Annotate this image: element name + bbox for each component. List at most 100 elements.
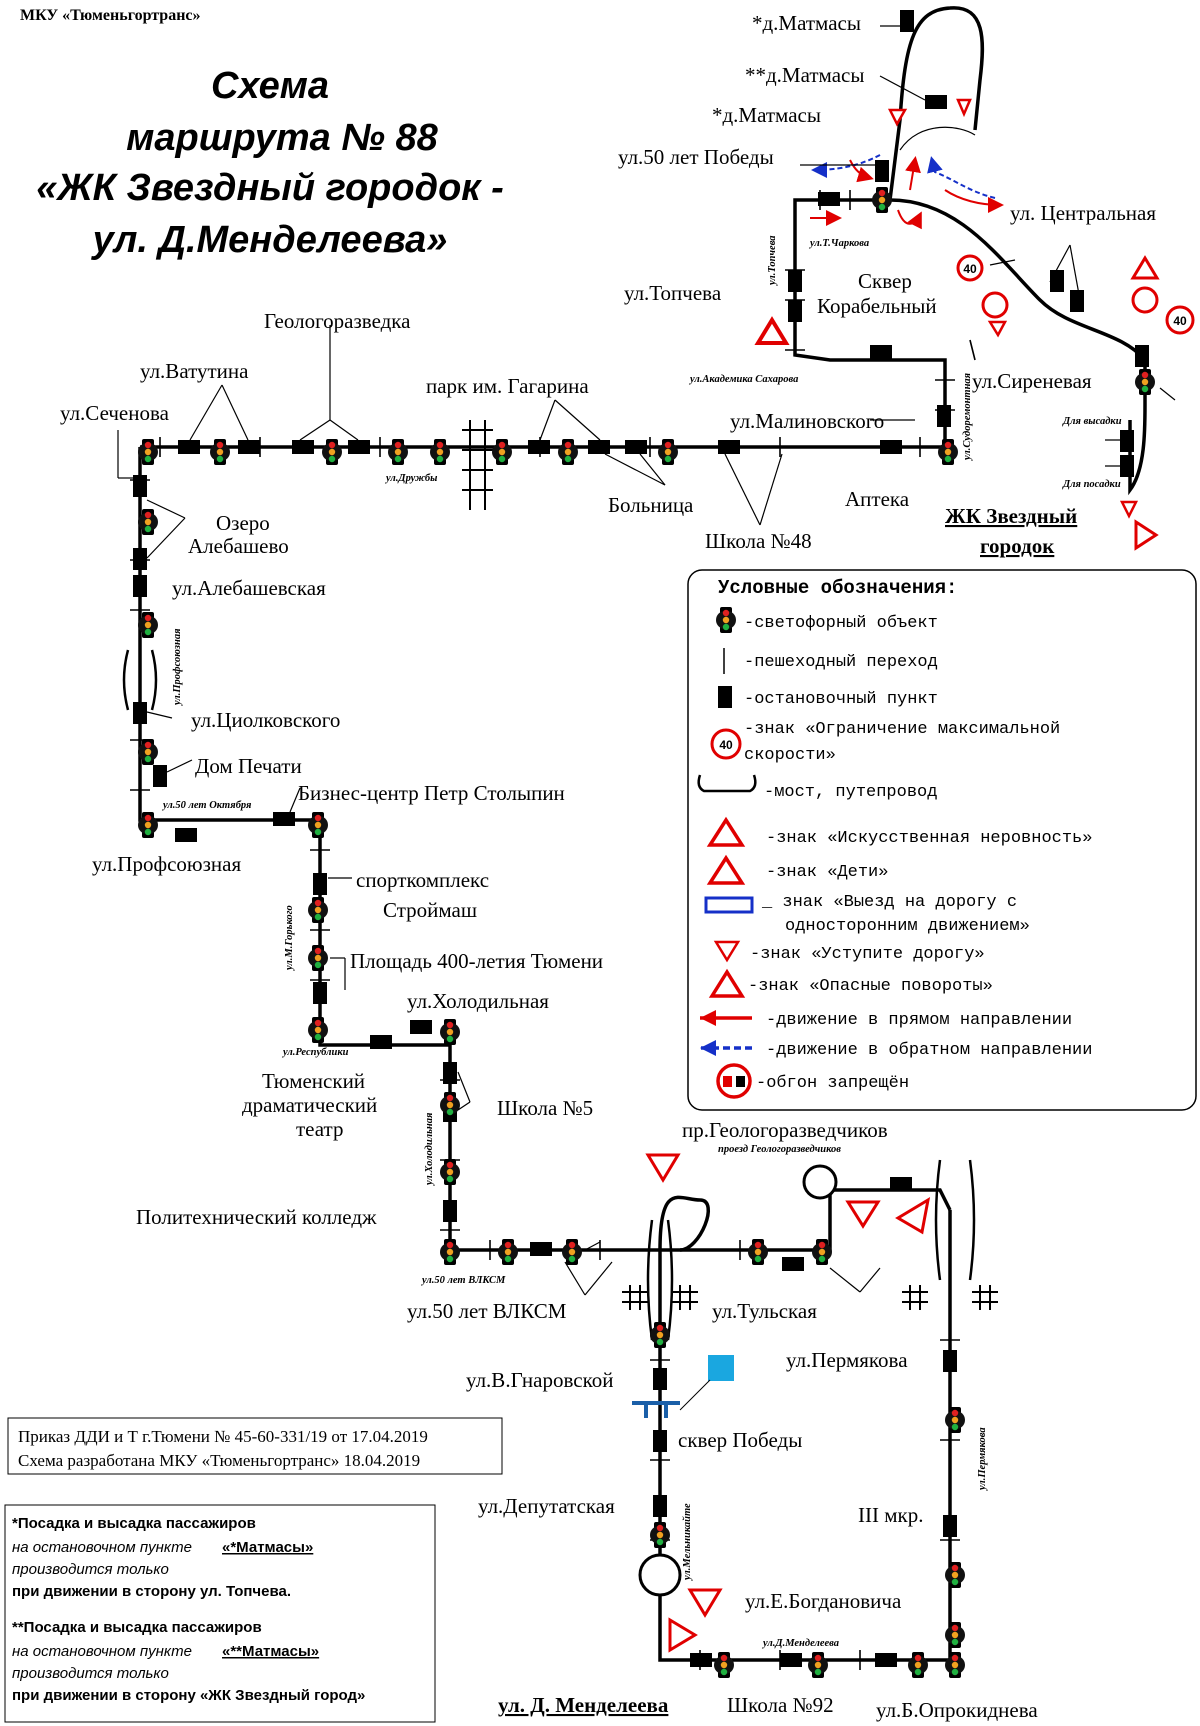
note1-e: при движении в сторону ул. Топчева.: [12, 1583, 291, 1600]
notes-box: *Посадка и высадка пассажиров на останов…: [4, 1504, 436, 1723]
stop-label-alebashevskaya: ул.Алебашевская: [172, 576, 326, 600]
stop-label-park-gagarina: парк им. Гагарина: [426, 374, 589, 398]
legend-item-forward: -движение в прямом направлении: [766, 1011, 1072, 1030]
legend-item-turns: -знак «Опасные повороты»: [748, 977, 993, 996]
stop-label-stroymash-2: Строймаш: [383, 898, 477, 922]
legend-item-give-way: -знак «Уступите дорогу»: [750, 945, 985, 964]
legend-item-reverse: -движение в обратном направлении: [766, 1041, 1092, 1060]
note1-b: на остановочном пункте: [12, 1539, 192, 1556]
children-sign-icon: [706, 854, 746, 885]
stop-label-matmasy-1: *д.Матмасы: [752, 11, 861, 35]
one-way-exit-sign-icon: [704, 896, 754, 914]
title-line-2: маршрута № 88: [126, 117, 438, 159]
stop-label-tulskaya: ул.Тульская: [712, 1299, 817, 1323]
stop-label-ozero-2: Алебашево: [188, 534, 289, 558]
stop-label-geologorazvedka: Геологоразведка: [264, 309, 411, 333]
road-signs: 40 40: [632, 98, 1195, 1653]
bridges: [122, 649, 976, 1341]
give-way-sign-icon: [713, 940, 741, 963]
order-line-1: Приказ ДДИ и Т г.Тюмени № 45-60-331/19 о…: [18, 1427, 428, 1446]
street-t-charkova: ул.Т.Чаркова: [808, 238, 869, 249]
legend-item-speed-2: скорости»: [744, 746, 836, 765]
no-overtaking-sign-icon: [716, 1063, 752, 1099]
street-50-oktyabrya: ул.50 лет Октября: [161, 800, 252, 811]
note2-b: на остановочном пункте: [12, 1643, 192, 1660]
note1-c: «*Матмасы»: [222, 1539, 313, 1556]
legend-title: Условные обозначения:: [718, 577, 957, 599]
note2-a: **Посадка и высадка пассажиров: [12, 1619, 262, 1636]
street-kholodilnaya: ул.Холодильная: [424, 1112, 435, 1187]
legend-item-oneway-1: _ знак «Выезд на дорогу с: [761, 893, 1017, 912]
street-melnikayte: ул.Мельникайте: [682, 1503, 693, 1582]
street-topcheva: ул.Топчева: [767, 235, 778, 287]
stop-label-teatr-1: Тюменский: [262, 1069, 365, 1093]
speed-limit-icon: [710, 728, 742, 760]
street-permyakova: ул.Пермякова: [977, 1427, 988, 1492]
dangerous-turns-sign-icon: [708, 968, 746, 998]
stop-label-bogdanovicha: ул.Е.Богдановича: [745, 1589, 902, 1613]
legend-item-crossing: -пешеходный переход: [744, 653, 938, 672]
stop-label-tsentralnaya: ул. Центральная: [1010, 201, 1156, 225]
stop-label-zhk-1: ЖК Звездный: [945, 504, 1077, 528]
note2-d: производится только: [12, 1665, 169, 1682]
speed-limit-sign: 40: [963, 262, 977, 276]
stop-label-oprokidneva: ул.Б.Опрокиднева: [876, 1698, 1038, 1722]
street-50-vlksm: ул.50 лет ВЛКСМ: [420, 1275, 506, 1286]
legend-item-bump: -знак «Искусственная неровность»: [766, 829, 1092, 848]
speed-limit-sign-2: 40: [1173, 314, 1187, 328]
order-box: Приказ ДДИ и Т г.Тюмени № 45-60-331/19 о…: [7, 1417, 503, 1475]
stop-label-skver-pobedy: сквер Победы: [678, 1428, 802, 1452]
note1-a: *Посадка и высадка пассажиров: [12, 1515, 256, 1532]
stop-label-dom-pechati: Дом Печати: [195, 754, 302, 778]
stop-label-sechenova: ул.Сеченова: [60, 401, 170, 425]
stop-label-tsiolkovskogo: ул.Циолковского: [191, 708, 340, 732]
stop-label-ozero-1: Озеро: [216, 511, 270, 535]
stop-label-stolypin: Бизнес-центр Петр Столыпин: [298, 781, 565, 805]
street-labels: ул.Т.Чаркова ул.Топчева ул.Академика Сах…: [161, 235, 1122, 1649]
stop-label-stroymash-1: спорткомплекс: [356, 868, 489, 892]
legend-item-no-overtaking: -обгон запрещён: [756, 1074, 909, 1093]
street-gorkogo: ул.М.Горького: [284, 905, 295, 972]
stop-label-shkola5: Школа №5: [497, 1096, 593, 1120]
street-mendeleeva: ул.Д.Менделеева: [761, 1638, 839, 1649]
stop-markers: [133, 10, 1149, 1667]
rail-crossings: [462, 420, 998, 1310]
street-druzhby: ул.Дружбы: [384, 473, 437, 484]
stop-label-shkola48: Школа №48: [705, 529, 812, 553]
stop-label-teatr-3: театр: [296, 1117, 343, 1141]
stop-label-ploshchad: Площадь 400-летия Тюмени: [350, 949, 603, 973]
street-respubliki: ул.Республики: [281, 1047, 349, 1058]
stop-label-permyakova: ул.Пермякова: [786, 1348, 908, 1372]
legend-item-oneway-2: односторонним движением»: [785, 917, 1030, 936]
street-akad-sakharova: ул.Академика Сахарова: [688, 374, 798, 385]
stop-label-mendeleeva: ул. Д. Менделеева: [498, 1693, 669, 1717]
title-line-4: ул. Д.Менделеева»: [91, 219, 448, 261]
legend-item-speed-1: -знак «Ограничение максимальной: [744, 720, 1060, 739]
order-line-2: Схема разработана МКУ «Тюменьгортранс» 1…: [18, 1451, 420, 1470]
stop-labels: *д.Матмасы **д.Матмасы *д.Матмасы ул.50 …: [60, 11, 1156, 1722]
page-title: Схема маршрута № 88 «ЖК Звездный городок…: [36, 65, 504, 261]
org-name: МКУ «Тюменьгортранс»: [20, 7, 201, 24]
leader-lines: [117, 25, 1176, 1296]
note2-c: «**Матмасы»: [222, 1643, 319, 1660]
title-line-1: Схема: [211, 65, 329, 107]
stop-label-gnarovskoy: ул.В.Гнаровской: [466, 1368, 613, 1392]
stop-label-teatr-2: драматический: [242, 1093, 377, 1117]
stop-label-topcheva: ул.Топчева: [624, 281, 722, 305]
legend-item-stop: -остановочный пункт: [744, 690, 938, 709]
stop-label-matmasy-2: **д.Матмасы: [745, 63, 864, 87]
street-proezd-geol: проезд Геологоразведчиков: [718, 1144, 841, 1155]
stop-label-vlksm50: ул.50 лет ВЛКСМ: [407, 1299, 567, 1323]
stop-label-politekh: Политехнический колледж: [136, 1205, 377, 1229]
legend-item-children: -знак «Дети»: [766, 863, 888, 882]
stop-label-bolnitsa: Больница: [608, 493, 694, 517]
stop-label-pobedy50: ул.50 лет Победы: [618, 145, 774, 169]
stop-label-kholodilnaya: ул.Холодильная: [407, 989, 549, 1013]
stop-label-deputatskaya: ул.Депутатская: [478, 1494, 615, 1518]
stop-label-zhk-2: городок: [980, 534, 1055, 558]
stop-label-malinovskogo: ул.Малиновского: [730, 409, 884, 433]
stop-label-apteka: Аптека: [845, 487, 910, 511]
legend: Условные обозначения: -светофорный объек…: [687, 569, 1197, 1111]
